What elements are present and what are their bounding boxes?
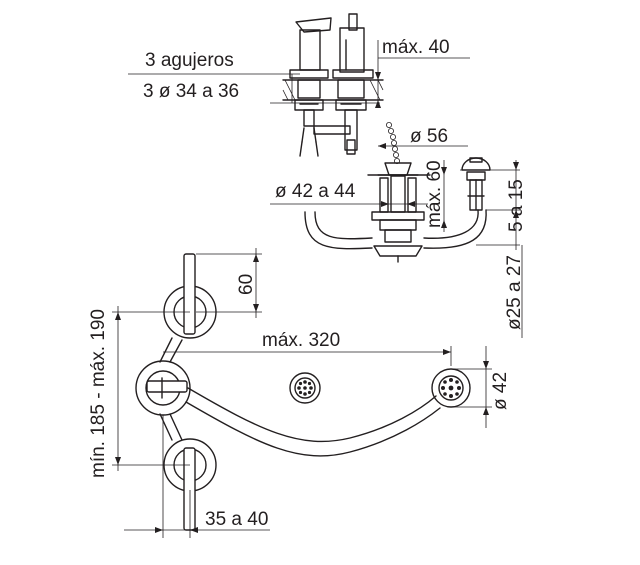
- diameter-25-27-label: ø25 a 27: [504, 255, 525, 330]
- drain-dimensions: ø 56 ø 42 a 44 máx. 60 5 a 15 ø25 a 27: [270, 126, 527, 338]
- height-60-label: 60: [236, 274, 257, 295]
- max-60-label: máx. 60: [424, 160, 445, 228]
- diameter-42-44-label: ø 42 a 44: [275, 181, 356, 202]
- max-320-label: máx. 320: [262, 330, 340, 351]
- max-thickness-dimension: máx. 40: [375, 37, 470, 108]
- drain-assembly: [367, 122, 431, 263]
- diameter-56-label: ø 56: [410, 126, 448, 147]
- range-5-15-label: 5 a 15: [506, 179, 527, 232]
- faucet-side-view: [282, 13, 384, 157]
- max-thickness-label: máx. 40: [382, 37, 450, 58]
- range-35-40-label: 35 a 40: [205, 509, 268, 530]
- holes-diameter-label: 3 ø 34 a 36: [143, 81, 239, 102]
- faucet-top-view: [135, 253, 471, 531]
- holes-count-label: 3 agujeros: [145, 50, 234, 71]
- spacing-185-190-label: mín. 185 - máx. 190: [88, 309, 109, 478]
- top-view-dimensions: 60 mín. 185 - máx. 190 máx. 320 ø 42 35 …: [88, 248, 511, 538]
- flex-hoses: [304, 209, 487, 250]
- diameter-42-label: ø 42: [490, 372, 511, 410]
- popup-rod: [461, 157, 491, 211]
- holes-dimension: 3 agujeros 3 ø 34 a 36: [128, 50, 380, 104]
